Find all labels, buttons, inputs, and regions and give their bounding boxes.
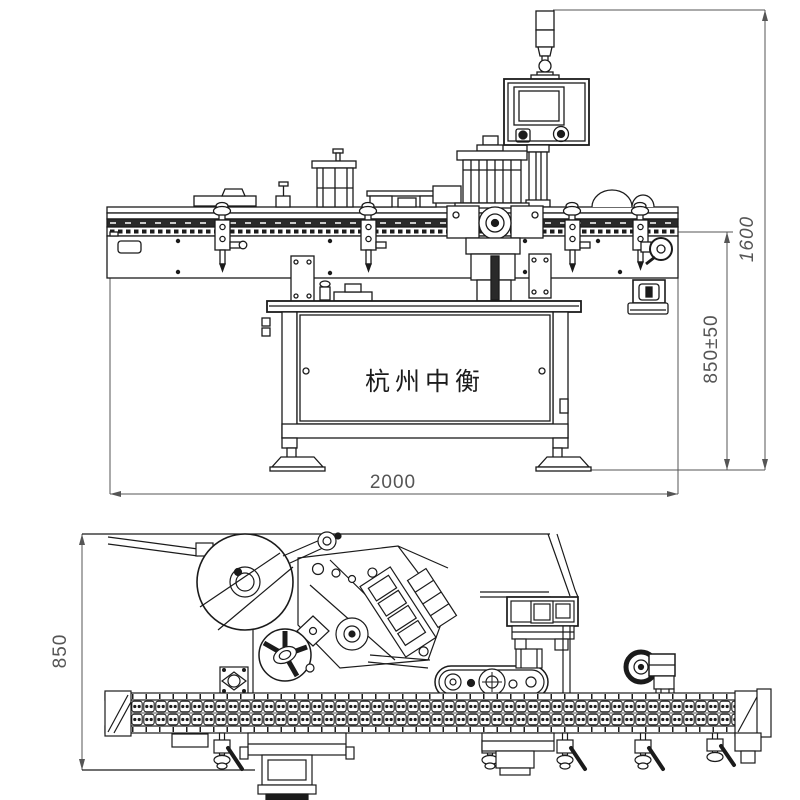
front-view-dimensions bbox=[109, 9, 768, 497]
plan-view-dimensions bbox=[79, 534, 85, 770]
roller-station bbox=[446, 205, 544, 302]
hand-crank bbox=[640, 237, 673, 266]
plan-view bbox=[82, 531, 772, 800]
hmi-support-pole bbox=[528, 151, 548, 202]
clamp-knob bbox=[358, 201, 387, 273]
wrap-belt-unit bbox=[434, 648, 549, 699]
dim-conveyor-height-label: 850±50 bbox=[701, 314, 722, 383]
machine-cabinet bbox=[261, 300, 592, 472]
beam-top-fixtures bbox=[193, 135, 655, 209]
hmi-left-knob bbox=[515, 128, 531, 143]
power-socket-box bbox=[627, 279, 669, 315]
guide-rail-clamps bbox=[212, 201, 650, 273]
hmi-panel-top bbox=[506, 596, 579, 694]
conveyor-beam bbox=[106, 206, 679, 279]
hmi-screen bbox=[513, 86, 565, 126]
label-unwind-reel bbox=[196, 533, 294, 631]
hmi-right-knob bbox=[552, 125, 570, 143]
leveling-feet bbox=[269, 447, 592, 472]
hmi-control-panel bbox=[503, 78, 590, 208]
clamp-handle bbox=[556, 732, 587, 771]
dim-height-label: 1600 bbox=[737, 216, 758, 262]
wrap-cylinder bbox=[454, 135, 530, 209]
front-view bbox=[106, 10, 679, 472]
applicator-unit bbox=[359, 566, 458, 658]
sensor-bracket bbox=[219, 666, 249, 695]
drive-motor bbox=[623, 649, 676, 696]
labeler-plate bbox=[258, 545, 449, 682]
support-columns bbox=[290, 253, 552, 303]
dim-length-label: 2000 bbox=[370, 472, 416, 493]
dancer-roller bbox=[282, 531, 342, 564]
signal-tower-light bbox=[530, 10, 560, 81]
dim-depth-label: 850 bbox=[50, 634, 71, 669]
dimension-arrows bbox=[110, 10, 768, 497]
clamp-handle bbox=[634, 732, 665, 771]
label-reel-column bbox=[311, 148, 357, 208]
conveyor-front-panel bbox=[106, 235, 679, 279]
rewind-wheel bbox=[258, 628, 312, 682]
clamp-knob bbox=[212, 201, 248, 273]
clamp-handle bbox=[706, 732, 736, 767]
hmi-pole-top bbox=[562, 626, 571, 694]
clamp-knob bbox=[562, 201, 591, 273]
conveyor-chain-plan bbox=[104, 688, 772, 738]
bottle-dome bbox=[591, 189, 633, 208]
brand-text: 杭州中衡 bbox=[365, 367, 485, 396]
support-feet-plan bbox=[171, 732, 762, 800]
clamp-handle bbox=[213, 732, 244, 771]
